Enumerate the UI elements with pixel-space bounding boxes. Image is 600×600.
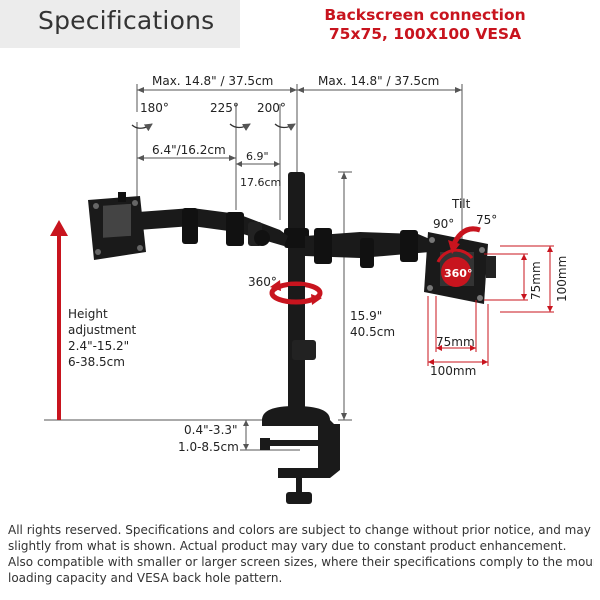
label-arm-seg: 6.4"/16.2cm: [152, 143, 226, 157]
label-vesa-100-w: 100mm: [430, 364, 476, 378]
clamp-knob: [286, 492, 312, 504]
plate-rotation-badge: [436, 248, 474, 287]
left-vesa-plate: [88, 192, 146, 260]
dimension-lines: [44, 84, 463, 451]
label-pole-in: 15.9": [350, 309, 382, 323]
product-diagram: Max. 14.8" / 37.5cm Max. 14.8" / 37.5cm …: [44, 74, 569, 504]
vesa-dimension-arrows: [428, 246, 553, 365]
base: [262, 406, 336, 426]
dimension-arrows: [137, 87, 462, 450]
label-height-1: Height: [68, 307, 108, 321]
label-tilt: Tilt: [451, 197, 471, 211]
label-plate-360: 360°: [444, 267, 472, 280]
label-pole-cm: 40.5cm: [350, 325, 395, 339]
joint-rotation-arrows: [131, 123, 296, 132]
desk-clamp: [278, 424, 340, 478]
label-height-2: adjustment: [68, 323, 137, 337]
footer-disclaimer: All rights reserved. Specifications and …: [8, 522, 594, 586]
footer-line-2: slightly from what is shown. Actual prod…: [8, 539, 567, 553]
vesa-line-2: 75x75, 100X100 VESA: [328, 25, 522, 43]
label-vesa-100-h: 100mm: [555, 256, 569, 302]
label-arm-seg2-cm: 17.6cm: [240, 176, 281, 189]
vesa-labels: 75mm 100mm 75mm 100mm: [430, 256, 569, 378]
footer-line-3: Also compatible with smaller or larger s…: [8, 555, 594, 569]
pole: [288, 172, 305, 422]
monitor-mount: [88, 172, 496, 504]
label-clamp-in: 0.4"-3.3": [184, 423, 238, 437]
label-rot-180: 180°: [140, 101, 169, 115]
header-box: [0, 0, 240, 48]
label-height-4: 6-38.5cm: [68, 355, 125, 369]
label-clamp-cm: 1.0-8.5cm: [178, 440, 239, 454]
label-max-left: Max. 14.8" / 37.5cm: [152, 74, 273, 88]
label-vesa-75-h: 75mm: [529, 261, 543, 300]
label-tilt-75: 75°: [476, 213, 497, 227]
page-title: Specifications: [38, 6, 215, 35]
label-swivel-360: 360°: [248, 275, 277, 289]
swivel-360-arrow: [269, 280, 323, 305]
vesa-dimension-lines: [427, 245, 554, 366]
label-arm-seg2-in: 6.9": [246, 150, 269, 163]
dimension-labels: Max. 14.8" / 37.5cm Max. 14.8" / 37.5cm …: [68, 74, 497, 454]
label-rot-200: 200°: [257, 101, 286, 115]
label-vesa-75-w: 75mm: [436, 335, 475, 349]
label-tilt-90: 90°: [433, 217, 454, 231]
label-rot-225: 225°: [210, 101, 239, 115]
left-arm: [138, 208, 288, 246]
vesa-heading: Backscreen connection 75x75, 100X100 VES…: [300, 6, 550, 44]
footer-line-1: All rights reserved. Specifications and …: [8, 523, 594, 537]
vesa-line-1: Backscreen connection: [324, 6, 526, 24]
footer-line-4: loading capacity and VESA back hole patt…: [8, 571, 283, 585]
label-height-3: 2.4"-15.2": [68, 339, 129, 353]
height-arrow: [50, 220, 68, 420]
label-max-right: Max. 14.8" / 37.5cm: [318, 74, 439, 88]
